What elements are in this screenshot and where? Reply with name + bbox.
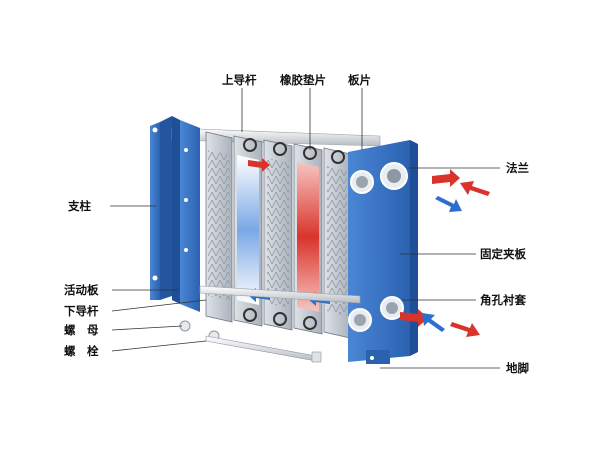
plate: [323, 147, 351, 339]
label-plate: 板片: [348, 73, 371, 87]
fixed-clamp-plate: [348, 140, 418, 364]
plate: [233, 135, 263, 327]
cold-flow-arrow-icon: [422, 313, 445, 332]
hot-flow-arrow-icon: [432, 169, 460, 187]
flange: [380, 162, 408, 190]
movable-plate: [172, 116, 200, 312]
foot: [366, 350, 390, 364]
label-nut: 螺 母: [64, 323, 99, 337]
label-fixed-clamp-plate: 固定夹板: [480, 247, 526, 261]
bolt-icon: [205, 335, 322, 363]
cold-flow-arrow-icon: [435, 196, 462, 212]
leader-nut: [111, 325, 183, 331]
rubber-gasket: [243, 138, 345, 330]
plate: [293, 143, 323, 335]
plate-pack: [205, 131, 351, 339]
corner-port: [348, 170, 374, 332]
label-movable-plate: 活动板: [64, 283, 99, 297]
label-support-column: 支柱: [67, 199, 91, 213]
label-bolt: 螺 栓: [64, 344, 99, 358]
corner-hole-liner: [380, 296, 404, 320]
label-rubber-gasket: 橡胶垫片: [280, 73, 326, 87]
plate: [263, 139, 293, 331]
leader-lower-guide-bar: [111, 299, 207, 312]
label-upper-guide-bar: 上导杆: [222, 73, 257, 87]
flow-arrows: [248, 158, 490, 337]
lower-guide-bar: [199, 285, 361, 304]
plate: [205, 131, 233, 323]
label-foot: 地脚: [506, 361, 529, 375]
hot-flow-arrow-icon: [400, 309, 428, 327]
hot-flow-arrow-icon: [460, 181, 490, 196]
hot-flow-arrow-icon: [248, 158, 270, 172]
hot-flow-arrow-icon: [450, 322, 480, 337]
label-flange: 法兰: [506, 161, 529, 175]
label-lower-guide-bar: 下导杆: [64, 304, 99, 318]
support-column: [150, 116, 172, 300]
leader-bolt: [111, 340, 207, 352]
label-corner-hole-liner: 角孔衬套: [480, 293, 526, 307]
